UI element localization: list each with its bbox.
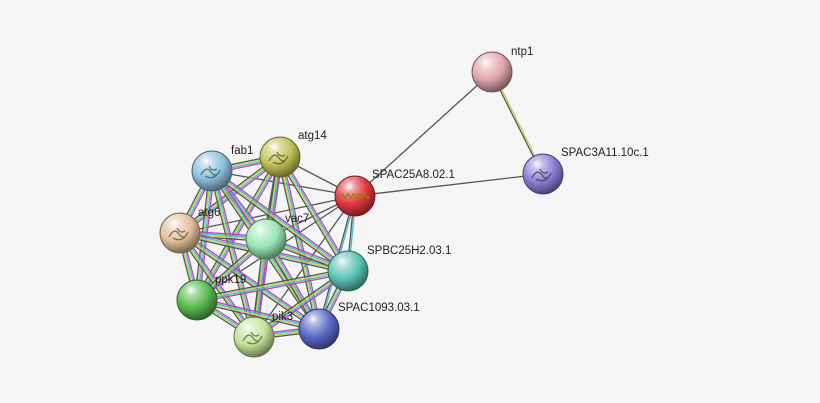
protein-structure-icon [200,165,221,179]
edge-strand [177,234,319,332]
edge-strand [278,156,319,330]
edge-strand [213,169,257,338]
node-ball[interactable] [327,250,369,292]
node-label: fab1 [231,145,253,157]
edge-strand [195,267,349,299]
edge-strand [196,272,350,304]
edge-strand [281,155,351,271]
edge-strand [196,297,321,328]
node-label: SPAC25A8.02.1 [372,169,455,181]
edge-strand [179,231,321,329]
edge-strand [212,168,351,270]
node-label: ppk19 [215,274,246,286]
node-atg14[interactable]: atg14 [259,130,327,178]
edge-strand [277,157,347,273]
node-ppk19[interactable]: ppk19 [176,274,246,321]
edge-atg14-spac1093-03-1 [277,155,322,331]
edge-strand [281,155,322,330]
node-spbc25h2-03-1[interactable]: SPBC25H2.03.1 [327,245,451,292]
node-ball[interactable] [522,153,564,195]
protein-structure-icon [531,168,552,182]
node-ball[interactable] [298,308,340,350]
protein-structure-icon [242,331,263,345]
edge-strand [210,170,349,273]
node-label: ntp1 [511,46,533,58]
protein-structure-icon [268,151,289,165]
node-ball[interactable] [233,316,275,358]
node-ball[interactable] [159,212,201,254]
node-vac7[interactable]: vac7 [245,213,309,260]
edge-strand [354,173,544,197]
protein-structure-icon [168,227,189,241]
edge-strand [178,233,320,331]
node-ball[interactable] [259,136,301,178]
edge-strand [354,71,493,197]
edge-strand [278,156,348,273]
node-spac1093-03-1[interactable]: SPAC1093.03.1 [298,302,420,350]
edge-strand [196,269,349,300]
edge-strand [211,169,350,272]
node-label: SPAC1093.03.1 [338,302,420,314]
node-label: vac7 [285,213,309,225]
node-fab1[interactable]: fab1 [191,145,253,192]
node-ball[interactable] [245,218,287,260]
edge-spac25a8-02-1-spac3a11-10c-1 [354,173,544,197]
edge-atg6-spac1093-03-1 [177,230,322,332]
node-spac25a8-02-1[interactable]: SPAC25A8.02.1 [334,169,455,217]
edge-ntp1-spac25a8-02-1 [354,71,493,197]
node-ball[interactable] [471,51,513,93]
edge-strand [196,271,349,302]
edge-strand [196,300,320,331]
node-ntp1[interactable]: ntp1 [471,46,533,93]
edge-strand [180,230,322,328]
edge-atg14-spbc25h2-03-1 [277,155,351,273]
node-label: atg14 [298,130,327,142]
node-ball[interactable] [176,279,218,321]
node-label: atg6 [198,207,220,219]
edge-spbc25h2-03-1-ppk19 [195,267,350,304]
node-ball[interactable] [191,150,233,192]
edge-strand [280,155,350,272]
node-pik3[interactable]: pik3 [233,311,293,358]
edge-strand [280,156,321,330]
helix-structure-icon [340,192,370,200]
node-atg6[interactable]: atg6 [159,207,220,254]
node-label: SPBC25H2.03.1 [367,245,451,257]
edge-strand [196,298,320,329]
node-label: pik3 [272,311,293,323]
node-spac3a11-10c-1[interactable]: SPAC3A11.10c.1 [522,147,649,195]
node-label: SPAC3A11.10c.1 [561,147,649,159]
